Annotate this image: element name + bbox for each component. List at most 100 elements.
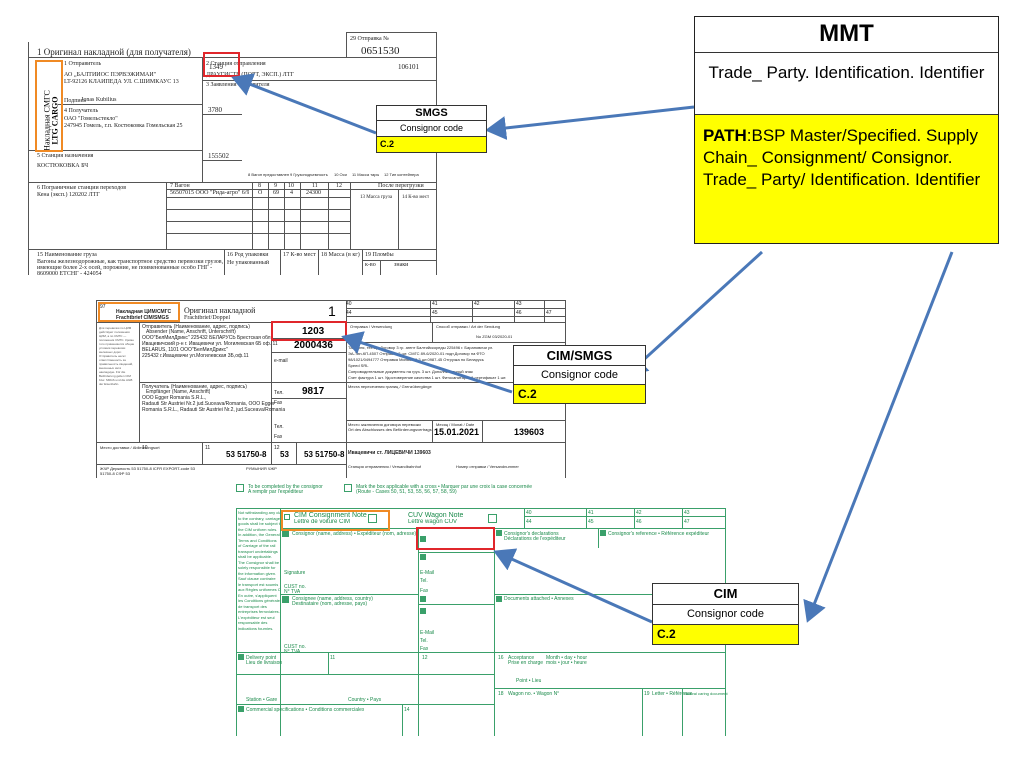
places-count-label: 17 К-во мест (283, 252, 316, 258)
cim-consignor-label: Consignor (name, address) • Expéditeur (… (292, 531, 417, 537)
packaging-value: Не упакованный (227, 260, 270, 266)
cimsmgs-title-1: Оригинал накладной (184, 306, 256, 315)
cim-doc-checkbox[interactable] (368, 514, 377, 523)
cimsmgs-footer-line-2: РУМЫНИЯ ЧЖР (246, 466, 277, 471)
col-9: 9 (274, 183, 277, 189)
consignor-address: LT-92126 КЛАЙПЕДА УЛ. С.ШИМКАУС 13 (64, 79, 179, 85)
cimsmgs-consignee-line-3: Romania S.R.L., Radauti Str Austriei Nr.… (142, 407, 286, 413)
departure-station-code: 106101 (398, 63, 419, 71)
cimsmgs-footer-11: 11 (205, 445, 211, 451)
cim-delivery-label-fr: Lieu de livraison (246, 660, 283, 666)
seals-label: 19 Пломбы (365, 252, 394, 258)
signature-label: Подпись (64, 98, 87, 104)
cim-natural-doc-label: Natural caring document (684, 691, 728, 696)
val-11: 24300 (306, 190, 321, 196)
cim-letter-label: Letter • Référence (652, 691, 693, 697)
cimsmgs-doc-label-1: Накладная ЦИМ/СМГС (116, 309, 172, 315)
consignee-address: 247945 Гомель, г.п. Костюковка Гомельска… (64, 123, 183, 129)
cimsmgs-top-number: 97 (100, 304, 106, 310)
cim-cuv-checkbox[interactable] (488, 514, 497, 523)
cim-code-44: 44 (526, 519, 532, 525)
wagon-value: 56507015 ООО "Рида-агро" 6/9 (170, 190, 250, 196)
consignor-name: АО „БАЛТИЙОС ПЭРВЭЖИМАЙ" (64, 72, 157, 78)
cimsmgs-card-subtitle: Consignor code (514, 366, 645, 385)
cim-acceptance-label: Acceptance (508, 655, 535, 661)
cimsmgs-station-number: 139603 (514, 427, 545, 437)
cimsmgs-title-2: Frachtbrief/Doppel (184, 315, 230, 321)
signature-name: Jonas Kubilius (81, 97, 117, 103)
packaging-label: 16 Род упаковки (227, 252, 269, 258)
departure-station-label: 2 Станция отправления (206, 61, 266, 67)
cimsmgs-left-notes: Для перевозки по ЦИМ действуют положения… (99, 326, 135, 386)
sending-number: 0651530 (361, 45, 400, 57)
mmt-path-text: :BSP Master/Specified. Supply Chain_ Con… (703, 126, 981, 189)
cimsmgs-dispatch-type: No ZGM 03/2020-01 (476, 334, 513, 339)
cim-box-11: 11 (330, 655, 336, 661)
cim-consignor-code-highlight (416, 527, 495, 550)
cim-reference-label: Consignor's reference • Référence expédi… (608, 531, 710, 537)
cim-box-4-marker (282, 596, 289, 603)
cim-code-43: 43 (684, 510, 690, 516)
cim-box-7-marker (496, 530, 502, 536)
cimsmgs-consignor-label: Отправитель (Наименование, адрес, подпис… (142, 324, 250, 330)
border-stations-label: 6 Пограничные станции переходов (37, 185, 127, 191)
wagon-provided-label: 8 Вагон предоставлен (248, 172, 290, 177)
cim-left-note-line: to the contrary, carriage of (238, 515, 280, 521)
smgs-card: SMGS Consignor code C.2 (376, 105, 487, 153)
cimsmgs-footer-code-1: 53 51750-8 (226, 450, 267, 459)
mmt-card: MMT Trade_ Party. Identification. Identi… (694, 16, 999, 244)
destination-label: 5 Станция назначения (37, 153, 94, 159)
cimsmgs-dispatch-label: Отправка / Versendung (350, 324, 393, 329)
cimsmgs-declarations-note-1: Таможня, тех.оу: Договор 3 гр. агент Бал… (348, 345, 494, 350)
cim-top-box-1 (236, 484, 244, 492)
cim-top-note-2: Mark the box applicable with a cross • M… (356, 484, 533, 490)
cim-doc-label-highlight (281, 510, 390, 531)
destination-code: 155502 (208, 152, 229, 160)
cimsmgs-tel-2: Тел. (274, 424, 284, 430)
cimsmgs-declarations-note-5: Сопроводительные документы на груз. 3 шт… (348, 369, 473, 374)
cimsmgs-declarations-note-2: ЭА-Тип-КП-4507 Отправка 3 шт. СМГС 89-6/… (348, 351, 485, 356)
cim-box-2-marker (420, 536, 426, 542)
cim-delivery-label: Delivery point (246, 655, 277, 661)
cim-fax-2: Fax (420, 646, 429, 652)
cim-left-note-line: solely responsible for (238, 565, 276, 570)
cim-top-note-2b: (Route - Cases 50, 51, 53, 55, 56, 57, 5… (356, 489, 457, 495)
cimsmgs-departure-label: Станция отправления / Versandbahnhof (348, 464, 422, 469)
cim-signature-label: Signature (284, 570, 306, 576)
container-type-label: 12 Тип контейнера (384, 172, 419, 177)
cimsmgs-code-43: 43 (516, 301, 522, 307)
cim-doc-label-1: CIM Consignment Note (294, 512, 367, 519)
cim-doc-label-2: Lettre de voiture CIM (294, 519, 351, 525)
cim-tel-1: Tel. (420, 578, 428, 584)
cargo-name-label: 15 Наименование груза (37, 252, 97, 258)
col-11: 11 (312, 183, 318, 189)
cim-declarations-label: Consignor's declarations (504, 531, 559, 537)
cimsmgs-consignor-line-1: ООО"БелМилДрикс" 225432 БЕЛАРУСЬ Брестск… (142, 335, 272, 341)
cim-code-42: 42 (636, 510, 642, 516)
cimsmgs-contract-place-label: Место заключения договора перевозки (348, 422, 421, 427)
cim-left-note-line: responsable des (238, 620, 268, 625)
arrow-cim-to-form (493, 548, 653, 624)
cargo-name-line-3: 8609000 ЕТСНГ - 424054 (37, 271, 102, 275)
cargo-name-line-1: Вагоны железнодорожные, как транспортное… (37, 259, 224, 265)
cim-left-notes: Not withstanding any clauseto the contra… (238, 510, 280, 650)
cim-left-note-line: les Conditions générales (238, 598, 280, 603)
cimsmgs-doc-label-highlight (98, 302, 180, 322)
cim-consignee-label: Consignee (name, address, country) (292, 596, 373, 602)
cim-fax-1: Fax (420, 588, 429, 594)
cim-left-note-line: entreprises ferroviaires. (238, 609, 280, 614)
arrow-mmt-to-cimsmgs (625, 250, 764, 377)
cim-left-note-line: de transport des (238, 603, 267, 609)
axles-label: 10 Оси (334, 172, 347, 177)
cim-top-box-2 (344, 484, 352, 492)
cim-left-note-line: indications fournies. (238, 625, 274, 631)
cim-box-9-marker (496, 596, 502, 602)
cimsmgs-declarations-note-4: Speed SRL (348, 363, 369, 368)
cim-code-40: 40 (526, 510, 532, 516)
sending-number-label: 29 Отправка № (350, 36, 389, 42)
cim-code-45: 45 (588, 519, 594, 525)
cim-cust-label-2: N° TVA (284, 589, 301, 595)
cimsmgs-card-code: C.2 (514, 385, 645, 403)
cim-wagon-label: Wagon no. • Wagon N° (508, 691, 560, 697)
cimsmgs-fax-2: Fax (274, 434, 283, 440)
